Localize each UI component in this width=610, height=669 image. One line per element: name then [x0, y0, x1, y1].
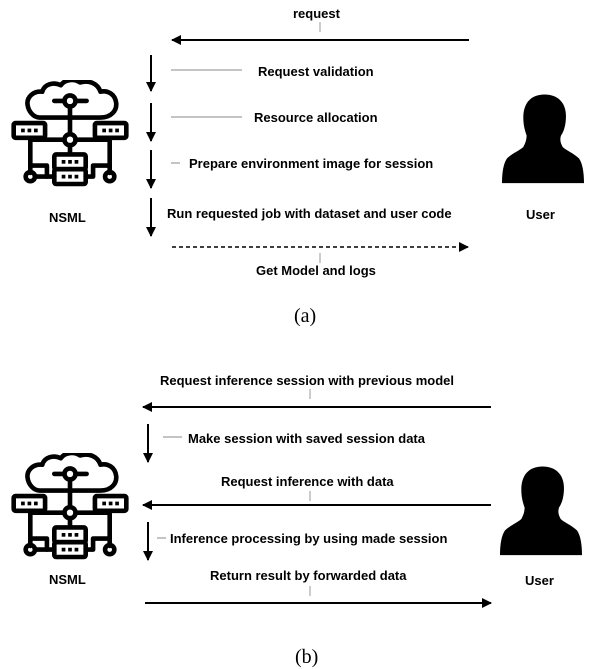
request-session-label: Request inference session with previous …	[160, 373, 455, 388]
request-label: request	[293, 6, 340, 21]
user-label: User	[526, 207, 555, 222]
caption-a: (a)	[294, 305, 317, 327]
nsml-server-icon	[14, 80, 127, 184]
nsml-label: NSML	[49, 572, 86, 587]
nsml-label: NSML	[49, 210, 86, 225]
user-icon	[500, 466, 582, 556]
return-result-label: Return result by forwarded data	[210, 568, 407, 583]
run-job-label: Run requested job with dataset and user …	[167, 206, 452, 221]
panel-a	[14, 22, 584, 263]
resource-allocation-label: Resource allocation	[254, 110, 378, 125]
request-validation-label: Request validation	[258, 64, 374, 79]
request-inference-label: Request inference with data	[221, 474, 394, 489]
user-icon	[502, 94, 584, 184]
panel-b	[14, 389, 582, 608]
user-label: User	[525, 573, 554, 588]
get-model-label: Get Model and logs	[256, 263, 376, 278]
inference-processing-label: Inference processing by using made sessi…	[170, 531, 448, 546]
nsml-server-icon	[14, 453, 127, 557]
caption-b: (b)	[295, 646, 319, 668]
make-session-label: Make session with saved session data	[188, 431, 425, 446]
prepare-environment-label: Prepare environment image for session	[189, 156, 434, 171]
